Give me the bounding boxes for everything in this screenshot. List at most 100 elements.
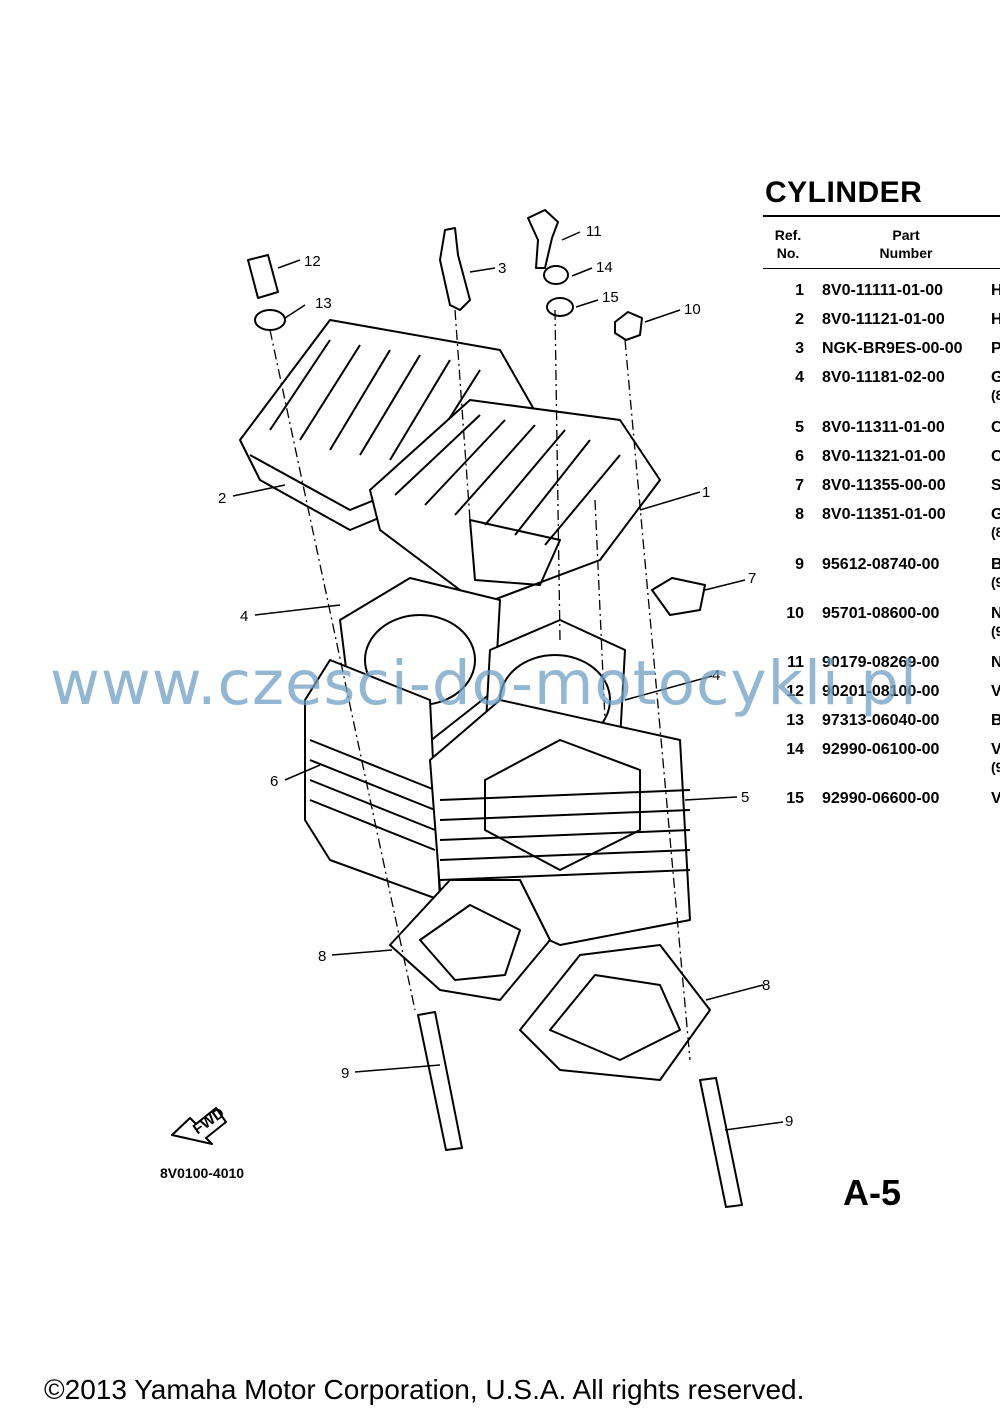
row-description: N bbox=[991, 605, 1000, 622]
row-ref: 14 bbox=[786, 741, 804, 758]
table-row: 8 8V0-11351-01-00 G(8 bbox=[760, 506, 1000, 540]
table-row: 14 92990-06100-00 V(9 bbox=[760, 741, 1000, 775]
row-description: H bbox=[991, 311, 1000, 328]
row-part-number: 95612-08740-00 bbox=[822, 556, 940, 573]
callout-9b: 9 bbox=[785, 1113, 793, 1130]
callout-7: 7 bbox=[748, 570, 756, 587]
table-row: 5 8V0-11311-01-00 C bbox=[760, 419, 1000, 441]
sleeve-nut bbox=[247, 254, 279, 299]
table-row: 9 95612-08740-00 B(9 bbox=[760, 556, 1000, 590]
watermark: www.czesci-do-motocykli.pl bbox=[50, 648, 918, 719]
row-description: G bbox=[991, 369, 1000, 386]
row-part-number: 8V0-11321-01-00 bbox=[822, 448, 946, 465]
callout-1: 1 bbox=[702, 484, 710, 501]
row-ref: 12 bbox=[786, 683, 804, 700]
row-description-note: (9 bbox=[991, 759, 1000, 775]
callout-15: 15 bbox=[602, 289, 619, 306]
callout-13: 11 bbox=[586, 223, 602, 240]
row-description: V bbox=[991, 741, 1000, 758]
page-title: CYLINDER bbox=[765, 176, 923, 209]
row-ref: 1 bbox=[795, 282, 804, 299]
bolt-13 bbox=[527, 209, 559, 269]
cylinder-head-front bbox=[369, 399, 661, 606]
row-ref: 7 bbox=[795, 477, 804, 494]
row-part-number: 90201-08100-00 bbox=[822, 683, 940, 700]
row-description: G bbox=[991, 506, 1000, 523]
callout-6: 6 bbox=[270, 773, 278, 790]
table-row: 2 8V0-11121-01-00 H bbox=[760, 311, 1000, 333]
row-description-note: (8 bbox=[991, 524, 1000, 540]
nut-10 bbox=[614, 311, 643, 341]
callout-11: 12 bbox=[304, 253, 321, 270]
copyright-notice: ©2013 Yamaha Motor Corporation, U.S.A. A… bbox=[44, 1374, 805, 1405]
callout-2: 2 bbox=[218, 490, 226, 507]
callout-10: 10 bbox=[684, 301, 701, 318]
row-description-note: (9 bbox=[991, 623, 1000, 639]
row-part-number: 95701-08600-00 bbox=[822, 605, 940, 622]
row-part-number: 8V0-11311-01-00 bbox=[822, 419, 945, 436]
row-part-number: 92990-06600-00 bbox=[822, 790, 940, 807]
row-ref: 11 bbox=[787, 654, 804, 671]
washer-14 bbox=[543, 265, 569, 285]
row-description: C bbox=[991, 419, 1000, 436]
stud-bolt-right bbox=[699, 1077, 743, 1208]
row-description-note: (8 bbox=[991, 387, 1000, 403]
row-part-number: 8V0-11351-01-00 bbox=[822, 506, 946, 523]
row-description: P bbox=[991, 340, 1000, 357]
row-ref: 6 bbox=[795, 448, 804, 465]
row-ref: 9 bbox=[795, 556, 804, 573]
forward-arrow-icon bbox=[171, 1107, 227, 1145]
row-part-number: 8V0-11355-00-00 bbox=[822, 477, 946, 494]
table-header-part-number: Part Number bbox=[879, 227, 933, 261]
row-description: N bbox=[991, 654, 1000, 671]
row-ref: 8 bbox=[795, 506, 804, 523]
callout-9a: 9 bbox=[341, 1065, 349, 1082]
row-ref: 13 bbox=[786, 712, 804, 729]
row-part-number: 90179-08269-00 bbox=[822, 654, 940, 671]
row-ref: 4 bbox=[795, 369, 804, 386]
base-gasket-front bbox=[519, 944, 711, 1081]
table-row: 11 90179-08269-00 N bbox=[760, 654, 1000, 676]
row-part-number: 92990-06100-00 bbox=[822, 741, 940, 758]
row-ref: 2 bbox=[795, 311, 804, 328]
row-ref: 3 bbox=[795, 340, 804, 357]
callout-8a: 8 bbox=[318, 948, 326, 965]
callout-4b: 4 bbox=[712, 667, 720, 684]
stud-bolt-left bbox=[417, 1011, 463, 1151]
callout-5: 5 bbox=[741, 789, 749, 806]
alignment-lines bbox=[269, 309, 691, 1061]
row-part-number: NGK-BR9ES-00-00 bbox=[822, 340, 963, 357]
row-part-number: 8V0-11181-02-00 bbox=[822, 369, 945, 386]
table-row: 15 92990-06600-00 V bbox=[760, 790, 1000, 812]
diagram-code: 8V0100-4010 bbox=[160, 1165, 245, 1181]
row-description-note: (9 bbox=[991, 574, 1000, 590]
leader-lines bbox=[232, 231, 784, 1131]
row-description: V bbox=[991, 790, 1000, 807]
callout-4a: 4 bbox=[240, 608, 248, 625]
spark-plug bbox=[439, 227, 471, 311]
row-ref: 15 bbox=[786, 790, 804, 807]
table-header-ref: Ref. No. bbox=[774, 227, 802, 261]
callout-14: 14 bbox=[596, 259, 613, 276]
row-description: B bbox=[991, 556, 1000, 573]
page-number: A-5 bbox=[843, 1172, 902, 1213]
washer-15 bbox=[546, 297, 574, 317]
callout-8b: 8 bbox=[762, 977, 770, 994]
table-row: 4 8V0-11181-02-00 G(8 bbox=[760, 369, 1000, 403]
table-row: 7 8V0-11355-00-00 S bbox=[760, 477, 1000, 499]
row-part-number: 8V0-11121-01-00 bbox=[822, 311, 945, 328]
title-divider bbox=[763, 215, 1000, 217]
callout-3: 3 bbox=[498, 260, 506, 277]
row-part-number: 97313-06040-00 bbox=[822, 712, 940, 729]
row-part-number: 8V0-11111-01-00 bbox=[822, 282, 944, 299]
washer-left bbox=[254, 309, 286, 331]
row-description: S bbox=[991, 477, 1000, 494]
row-ref: 5 bbox=[795, 419, 804, 436]
base-gasket-rear bbox=[389, 879, 551, 1001]
